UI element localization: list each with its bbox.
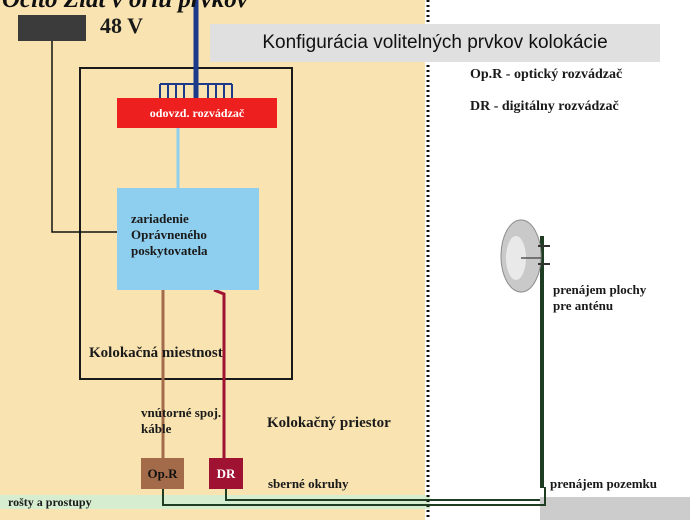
- digital-distributor-box: DR: [209, 458, 243, 489]
- legend-dr: DR - digitálny rozvádzač: [470, 99, 619, 114]
- provider-equipment-label: zariadenie Oprávneného poskytovatela: [131, 211, 208, 259]
- internal-cables-line-1: vnútorné spoj.: [141, 405, 222, 420]
- collection-circuit-1: [162, 487, 546, 506]
- antenna-dish: [500, 219, 550, 293]
- optical-distributor-box: Op.R: [141, 458, 184, 489]
- equipment-line-1: zariadenie: [131, 211, 189, 226]
- internal-cables-label: vnútorné spoj. káble: [141, 405, 221, 437]
- land-lease-label: prenájem pozemku: [550, 476, 658, 491]
- power-supply-box: [18, 15, 86, 41]
- collection-circuit-2: [225, 489, 540, 501]
- main-distributor: odovzd. rozvádzač: [117, 98, 277, 128]
- diagram-title: Konfigurácia volitelných prvkov kolokáci…: [210, 24, 660, 62]
- cable-trays-label: rošty a prostupy: [8, 495, 92, 509]
- colocation-space-label: Kolokačný priestor: [267, 415, 391, 431]
- antenna-lease-line-2: pre anténu: [553, 298, 614, 313]
- cable-fan: [159, 84, 233, 98]
- collection-circuits-label: sberné okruhy: [268, 476, 349, 491]
- power-line: [51, 41, 117, 233]
- digital-cable: [213, 288, 226, 458]
- antenna-lease-label: prenájem plochy pre anténu: [553, 282, 646, 314]
- equipment-line-2: Oprávneného: [131, 227, 207, 242]
- legend-opr: Op.R - optický rozvádzač: [470, 67, 623, 82]
- power-label: 48 V: [100, 13, 143, 38]
- equipment-line-3: poskytovatela: [131, 243, 208, 258]
- cropped-heading: Ocito Ziat v oriu prvkov: [2, 0, 248, 14]
- antenna-lease-line-1: prenájem plochy: [553, 282, 647, 297]
- provider-equipment-box: [117, 188, 259, 290]
- gray-bar: [540, 497, 690, 520]
- colocation-room-label: Kolokačná miestnost: [89, 345, 223, 361]
- internal-cables-line-2: káble: [141, 421, 172, 436]
